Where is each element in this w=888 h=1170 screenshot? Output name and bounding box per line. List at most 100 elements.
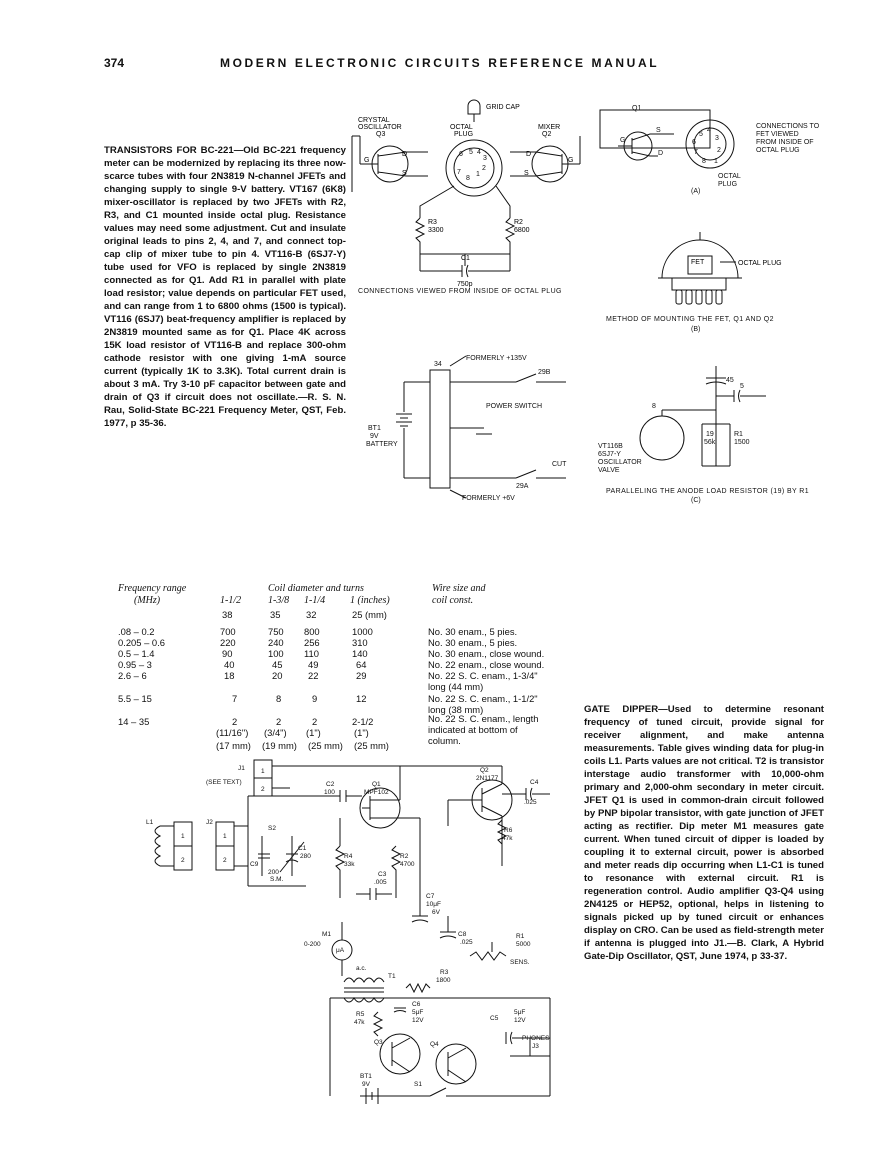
fig-b-caption: METHOD OF MOUNTING THE FET, Q1 AND Q2 (606, 316, 774, 323)
tube-label-1: VT116B (598, 443, 623, 450)
c7-value: 10μF (426, 901, 441, 908)
row4-t3: 49 (308, 659, 319, 670)
c5-label-dip: C5 (490, 1015, 499, 1022)
diam-in-2: 1-3/8 (268, 595, 290, 606)
bt1-label-dip: BT1 (360, 1073, 372, 1080)
fig-b-label: (B) (691, 326, 701, 333)
fet-note-4: OCTAL PLUG (756, 147, 800, 154)
j2-pin2: 2 (223, 857, 227, 864)
svg-text:2: 2 (482, 165, 486, 172)
pin8-label: 8 (652, 403, 656, 410)
s2-label: S2 (268, 825, 276, 832)
switch-29b-label: 29B (538, 369, 551, 376)
last-in-2: (3/4") (264, 727, 287, 738)
bt1-voltage-dip: 9V (362, 1081, 371, 1088)
fig-c-caption: PARALLELING THE ANODE LOAD RESISTOR (19)… (606, 488, 810, 495)
t1-label: T1 (388, 973, 396, 980)
battery-label: BATTERY (366, 441, 398, 448)
row2-wire: No. 30 enam., 5 pies. (428, 637, 518, 648)
formerly-6v-label: FORMERLY +6V (462, 495, 515, 502)
r2-label-dip: R2 (400, 853, 409, 860)
c6-label: C6 (412, 1001, 421, 1008)
row4-t1: 40 (224, 659, 235, 670)
svg-text:1: 1 (476, 171, 480, 178)
last-mm-4: (25 mm) (354, 740, 389, 751)
q2-drain-label: D (526, 151, 531, 158)
article-transistors-bc221: TRANSISTORS FOR BC-221—Old BC-221 freque… (104, 145, 346, 429)
row7-wire-3: column. (428, 735, 461, 746)
row5-wire-2: long (44 mm) (428, 681, 484, 692)
last-mm-1: (17 mm) (216, 740, 251, 751)
r5-label: R5 (356, 1011, 365, 1018)
phones-label: PHONES (522, 1035, 550, 1042)
row2-t1: 220 (220, 637, 236, 648)
q3-label: Q3 (376, 131, 385, 138)
c2-label: C2 (326, 781, 335, 788)
bt1-label: BT1 (368, 425, 381, 432)
last-mm-2: (19 mm) (262, 740, 297, 751)
row7-wire: No. 22 S. C. enam., length (428, 713, 539, 724)
row4-t2: 45 (272, 659, 283, 670)
c7-label: C7 (426, 893, 435, 900)
row3-freq: 0.5 – 1.4 (118, 648, 155, 659)
j1-pin1: 1 (261, 768, 265, 775)
row3-t4: 140 (352, 648, 368, 659)
q2-label: Q2 (480, 767, 489, 774)
row6-wire: No. 22 S. C. enam., 1-1/2" (428, 693, 538, 704)
q4-label-dip: Q4 (430, 1041, 439, 1048)
c4-label: C4 (530, 779, 539, 786)
row1-t3: 800 (304, 626, 320, 637)
row5-wire: No. 22 S. C. enam., 1-3/4" (428, 670, 538, 681)
fet-note-3: FROM INSIDE OF (756, 139, 814, 146)
q2-source-label: S (524, 170, 529, 177)
c7-voltage: 6V (432, 909, 441, 916)
octal-label: OCTAL (450, 124, 473, 131)
r2-value-dip: 4700 (400, 861, 415, 868)
page-title: MODERN ELECTRONIC CIRCUITS REFERENCE MAN… (220, 56, 660, 70)
table-header-coil: Coil diameter and turns (268, 583, 364, 594)
row4-freq: 0.95 – 3 (118, 659, 152, 670)
ac-label: a.c. (356, 965, 367, 972)
q2-label: Q2 (542, 131, 551, 138)
fet-note-1: CONNECTIONS TO (756, 123, 820, 130)
r3-value-dip: 1800 (436, 977, 451, 984)
c8-value: .025 (460, 939, 473, 946)
row6-t3: 9 (312, 693, 318, 704)
svg-text:S: S (656, 127, 661, 134)
row5-t1: 18 (224, 670, 235, 681)
j3-label: J3 (532, 1043, 539, 1050)
svg-text:7: 7 (457, 169, 461, 176)
c2-value: 100 (324, 789, 335, 796)
q3-label-dip: Q3 (374, 1039, 383, 1046)
j1-pin2: 2 (261, 786, 265, 793)
svg-text:8: 8 (466, 175, 470, 182)
r4-value: 33k (344, 861, 355, 868)
j1-label: J1 (238, 765, 245, 772)
c6-voltage: 12V (412, 1017, 424, 1024)
svg-text:7: 7 (694, 149, 698, 156)
svg-text:G: G (620, 137, 625, 144)
table-header-freq: Frequency range (118, 583, 187, 594)
row7-freq: 14 – 35 (118, 716, 150, 727)
mixer-label: MIXER (538, 124, 560, 131)
page-number: 374 (104, 56, 125, 70)
r3-label: R3 (428, 219, 437, 226)
anode-load-schematic: 45 5 8 19 56k R1 1500 VT116B 6SJ7-Y OSCI… (598, 366, 766, 474)
q3-gate-label: G (364, 157, 369, 164)
row6-freq: 5.5 – 15 (118, 693, 152, 704)
c5-voltage-dip: 12V (514, 1017, 526, 1024)
r1-value-dip: 5000 (516, 941, 531, 948)
q2-part: 2N1177 (476, 775, 499, 782)
row4-t4: 64 (356, 659, 367, 670)
r19-value: 56k (704, 439, 716, 446)
c1-value: 750p (457, 281, 473, 288)
diam-mm-2: 35 (270, 609, 281, 620)
r1-label-dip: R1 (516, 933, 525, 940)
r4-label: R4 (344, 853, 353, 860)
table-header-wire: Wire size and (432, 583, 486, 594)
fig-c-label: (C) (691, 497, 701, 504)
l1-label: L1 (146, 819, 154, 826)
svg-text:4: 4 (477, 149, 481, 156)
